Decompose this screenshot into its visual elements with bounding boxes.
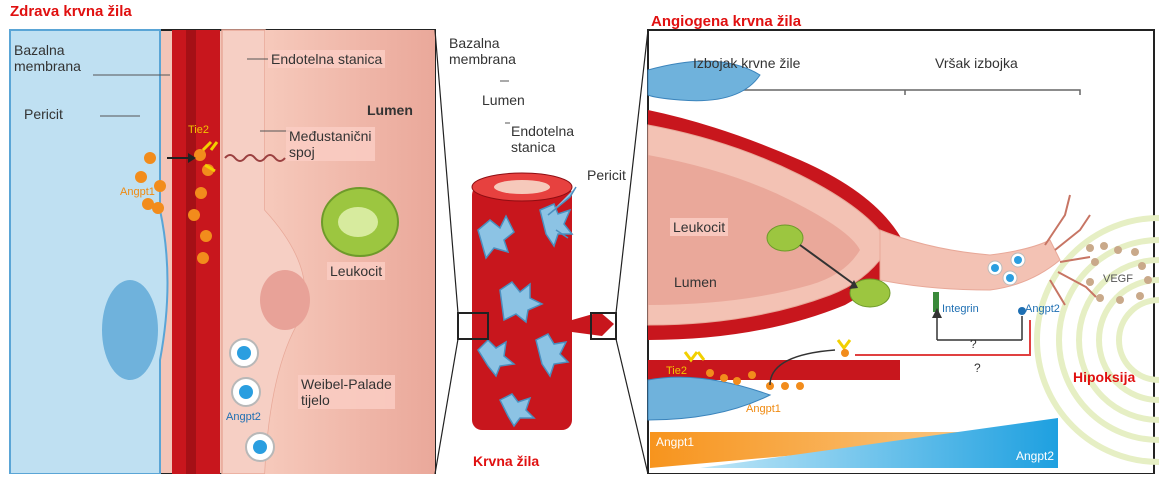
label-question-1: ? <box>970 338 977 352</box>
integrin-receptor-icon <box>933 292 939 312</box>
label-lumen: Lumen <box>367 102 413 118</box>
gradient-label-angpt2: Angpt2 <box>1016 450 1054 464</box>
label-hypoxia: Hipoksija <box>1073 369 1135 385</box>
center-label-lumen: Lumen <box>482 92 525 108</box>
label-leukocyte-right: Leukocit <box>670 218 728 236</box>
label-angpt1: Angpt1 <box>120 186 155 199</box>
label-tie2-right: Tie2 <box>666 365 687 378</box>
label-tip: Vršak izbojka <box>935 55 1018 71</box>
leukocyte-2 <box>850 279 890 307</box>
center-label-vessel: Krvna žila <box>473 453 539 469</box>
label-vegf: VEGF <box>1103 273 1133 286</box>
label-tie2: Tie2 <box>188 124 209 137</box>
basement-membrane-dark <box>186 30 196 474</box>
center-label-endothelial-cell: Endotelna stanica <box>511 123 574 155</box>
right-panel-title: Angiogena krvna žila <box>651 13 801 30</box>
label-weibel-palade: Weibel-Palade tijelo <box>298 375 395 409</box>
label-angpt2-right: Angpt2 <box>1025 303 1060 316</box>
leukocyte-nucleus <box>338 207 378 237</box>
endothelial-nucleus <box>260 270 310 330</box>
right-panel <box>648 30 1159 474</box>
label-lumen-right: Lumen <box>674 274 717 290</box>
center-panel <box>435 30 648 474</box>
label-stalk: Izbojak krvne žile <box>693 55 800 71</box>
label-leukocyte: Leukocit <box>327 262 385 280</box>
label-angpt1-right: Angpt1 <box>746 403 781 416</box>
label-endothelial-cell: Endotelna stanica <box>268 50 385 68</box>
zoom-lines-left <box>435 30 458 474</box>
zoom-lines-right <box>616 30 648 474</box>
pericyte-shape <box>10 30 168 474</box>
vessel-lumen <box>494 180 550 194</box>
pericyte-nucleus <box>102 280 158 380</box>
center-label-pericyte: Pericit <box>587 167 626 183</box>
label-integrin: Integrin <box>942 303 979 316</box>
leukocyte-1 <box>767 225 803 251</box>
label-pericyte: Pericit <box>24 106 63 122</box>
label-question-2: ? <box>974 362 981 376</box>
label-angpt2: Angpt2 <box>226 411 261 424</box>
left-panel-title: Zdrava krvna žila <box>10 3 132 20</box>
center-label-basement-membrane: Bazalna membrana <box>449 35 516 67</box>
gradient-label-angpt1: Angpt1 <box>656 436 694 450</box>
label-basement-membrane: Bazalna membrana <box>14 42 81 74</box>
vessel-sprout <box>572 312 614 336</box>
label-junction: Međustanični spoj <box>286 127 375 161</box>
